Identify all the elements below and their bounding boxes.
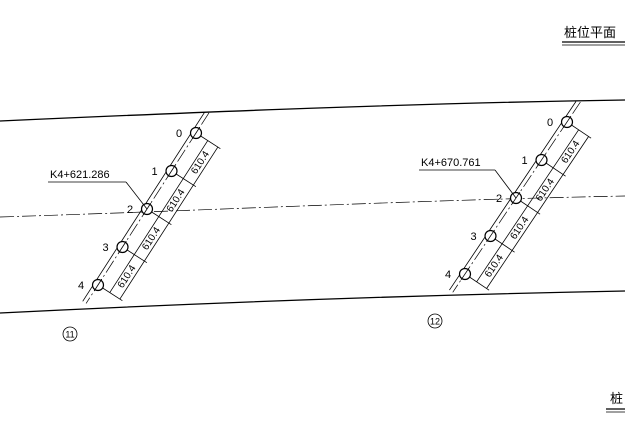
road-edge-top <box>0 99 625 122</box>
pile-cross <box>93 278 103 292</box>
plan-title: 桩位平面 <box>564 26 616 41</box>
pile-cross <box>460 267 470 281</box>
pile-id-label: 4 <box>78 280 84 292</box>
pile-id-label: 4 <box>445 269 451 281</box>
pile-id-label: 0 <box>176 128 182 140</box>
spacing-label: 610.4 <box>534 176 557 203</box>
pile-cross <box>191 126 201 140</box>
section-title: 桩 <box>610 392 623 407</box>
pile-cross <box>118 240 127 254</box>
pile-cross <box>167 164 176 178</box>
axis-number-label: 11 <box>65 330 74 340</box>
axis-number-label: 12 <box>430 317 440 327</box>
pier-groups: 01234610.4610.4610.4610.4K4+621.28611012… <box>48 101 592 342</box>
spacing-label: 610.4 <box>483 252 506 279</box>
pile-id-label: 2 <box>127 204 133 216</box>
station-leader <box>494 169 517 199</box>
axis-number-circle <box>427 313 443 329</box>
pile-cross <box>537 153 546 167</box>
station-label: K4+621.286 <box>50 169 110 181</box>
spacing-label: 610.4 <box>559 138 582 165</box>
spacing-label: 610.4 <box>140 225 163 252</box>
pile-id-label: 0 <box>547 117 553 129</box>
pile-id-label: 1 <box>151 166 157 178</box>
pile-id-label: 3 <box>470 231 476 243</box>
road-edge-bottom <box>0 290 625 314</box>
pile-cross <box>562 115 572 129</box>
spacing-label: 610.4 <box>508 214 531 241</box>
pile-id-label: 1 <box>521 155 527 167</box>
road-centerline <box>0 195 625 218</box>
spacing-label: 610.4 <box>189 149 212 176</box>
axis-number-circle <box>62 326 78 342</box>
spacing-label: 610.4 <box>116 263 139 290</box>
station-label: K4+670.761 <box>421 157 481 169</box>
pile-id-label: 3 <box>102 242 108 254</box>
pile-id-label: 2 <box>496 193 502 205</box>
pile-cross <box>486 229 495 243</box>
station-leader <box>125 181 148 210</box>
